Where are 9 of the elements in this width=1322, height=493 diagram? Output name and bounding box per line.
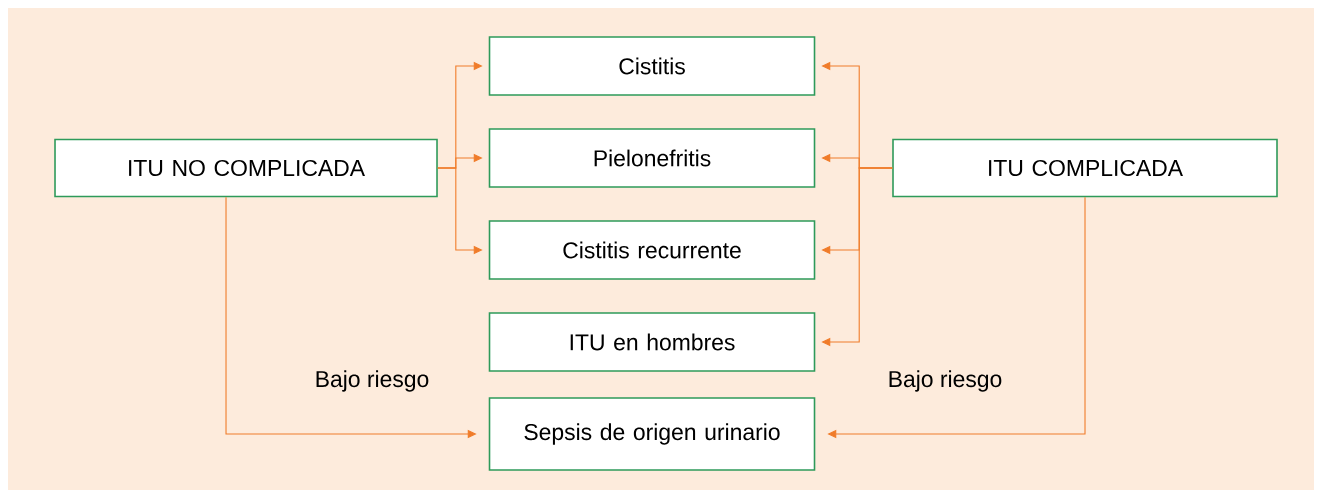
- process-box: Pielonefritis: [488, 128, 816, 188]
- process-box: Cistitis recurrente: [488, 220, 816, 280]
- process-box: Sepsis de origen urinario: [488, 397, 816, 471]
- edge-label: Bajo riesgo: [885, 368, 1005, 394]
- edge-label: Bajo riesgo: [312, 368, 432, 394]
- process-box: ITU NO COMPLICADA: [54, 138, 438, 198]
- process-box: ITU COMPLICADA: [892, 138, 1278, 198]
- process-box: ITU en hombres: [488, 312, 816, 372]
- process-box: Cistitis: [488, 36, 816, 96]
